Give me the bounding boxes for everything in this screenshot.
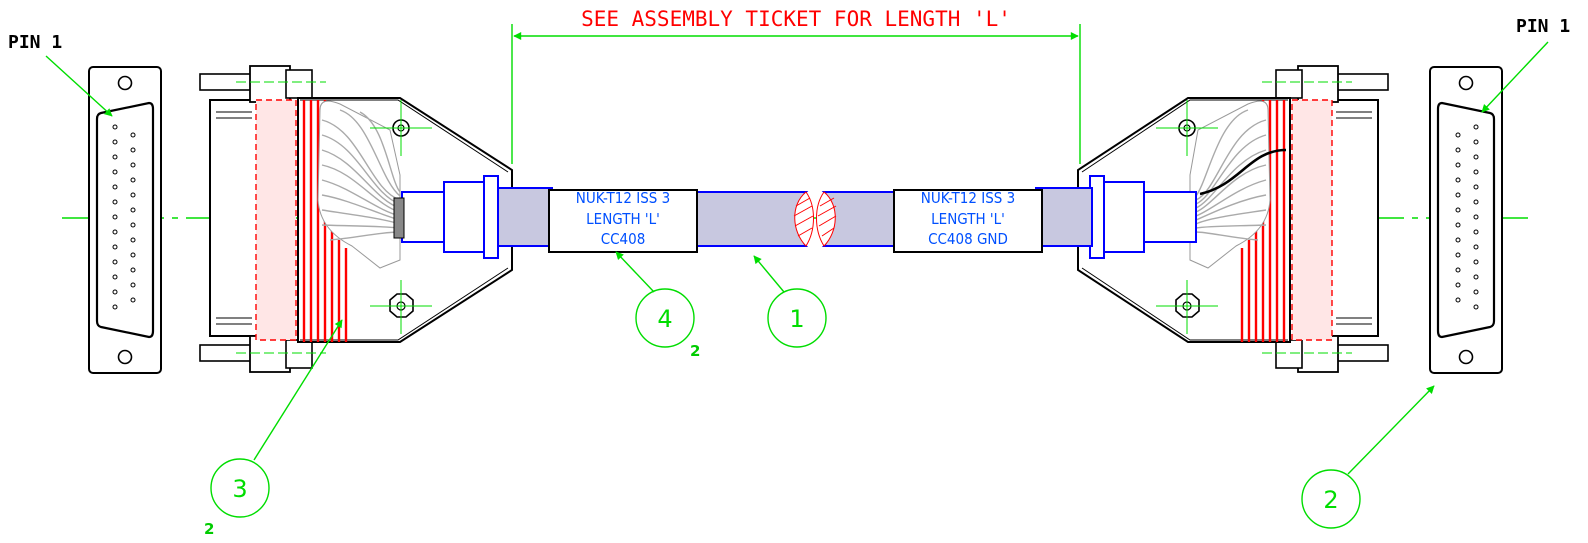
- balloon-1: 1: [753, 255, 827, 348]
- svg-text:1: 1: [789, 305, 804, 333]
- balloon-2: 2: [1301, 385, 1435, 529]
- left-connector-face: [87, 65, 163, 375]
- right-hood: [1035, 65, 1389, 373]
- balloon-3: 3 2: [204, 319, 343, 538]
- cable: [548, 189, 1043, 253]
- balloon-4-sup: 2: [690, 342, 700, 360]
- pin1-label-right: PIN 1: [1516, 16, 1570, 37]
- tag-left-line3: CC408: [601, 230, 646, 248]
- balloon-4: 4 2: [615, 251, 700, 360]
- left-hood: [199, 65, 553, 373]
- svg-text:2: 2: [1323, 486, 1338, 514]
- svg-text:3: 3: [232, 475, 247, 503]
- pin1-leader-left: [45, 55, 113, 117]
- pin1-label-left: PIN 1: [8, 32, 62, 53]
- length-dimension: [511, 24, 1081, 164]
- balloon-3-sup: 2: [204, 520, 214, 538]
- pin1-leader-right: [1481, 41, 1549, 113]
- tag-right-line3: CC408 GND: [928, 230, 1008, 248]
- dimension-title: SEE ASSEMBLY TICKET FOR LENGTH 'L': [581, 7, 1011, 31]
- tag-right-line1: NUK-T12 ISS 3: [921, 189, 1015, 207]
- tag-right-line2: LENGTH 'L': [931, 210, 1005, 228]
- svg-text:4: 4: [657, 305, 672, 333]
- tag-left-line2: LENGTH 'L': [586, 210, 660, 228]
- tag-left-line1: NUK-T12 ISS 3: [576, 189, 670, 207]
- right-connector-face: [1428, 65, 1504, 375]
